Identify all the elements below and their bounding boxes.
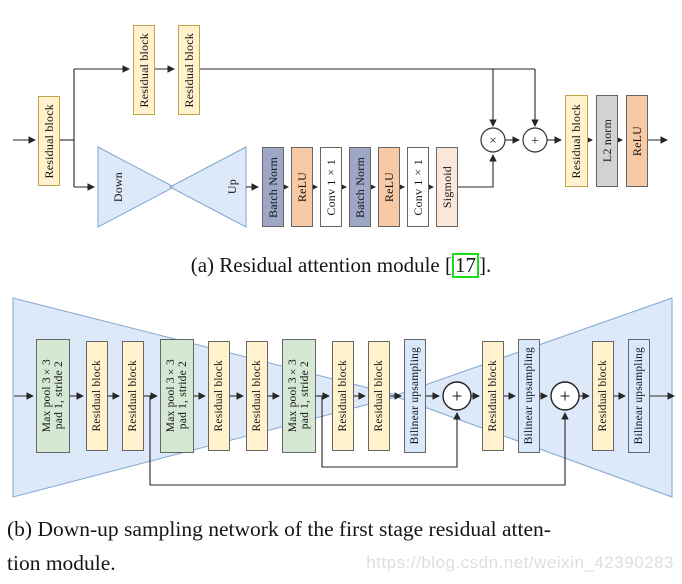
sigmoid-to-multiply-arrow [458,154,497,188]
caption-b-line1: (b) Down-up sampling network of the firs… [7,517,551,541]
wires-b [14,392,675,486]
operators-a: × + [480,127,548,153]
down-label: Down [106,147,130,227]
residual-block-node: Residual block [592,341,614,451]
node-label: Max pool 3×3 pad 1, stride 2 [41,359,65,433]
add-circle [442,381,472,411]
node-label: Residual block [373,360,385,432]
down-triangle [97,146,176,228]
node-label: Residual block [213,360,225,432]
wires-a [13,65,668,191]
add-symbol: + [560,387,571,408]
node-label: Residual block [251,360,263,432]
residual-block-node: Residual block [565,95,588,187]
csdn-watermark: https://blog.csdn.net/weixin_42390283 [366,553,674,572]
node-label: L2 norm [599,119,614,163]
batch-norm-node: Batch Norm [262,147,284,227]
downsample-triangle-a [97,146,247,228]
residual-block-node: Residual block [368,341,390,451]
node-label: Residual block [569,103,583,179]
relu-node: ReLU [626,95,648,187]
node-label: Max pool 3×3 pad 1, stride 2 [287,359,311,433]
residual-block-node: Residual block [178,25,200,115]
relu-node: ReLU [291,147,313,227]
down-triangle-large [12,297,401,498]
residual-block-node: Residual block [122,341,144,451]
residual-block-node: Residual block [38,96,60,186]
node-label: Residual block [181,32,196,108]
relu-node: ReLU [378,147,400,227]
residual-block-node: Residual block [208,341,230,451]
operators-b: + + [442,381,580,411]
node-label: Bilinear upsampling [409,347,421,445]
node-label: Residual block [136,32,151,108]
node-label: Batch Norm [352,156,367,218]
node-label: Conv 1×1 [323,158,338,216]
bilinear-upsampling-node: Bilinear upsampling [404,339,426,453]
l2-norm-node: L2 norm [596,95,618,187]
node-label: Residual block [337,360,349,432]
node-label: Residual block [487,360,499,432]
caption-a-suffix: ]. [479,253,492,277]
multiply-circle [480,127,506,153]
add-circle [550,381,580,411]
bilinear-upsampling-node: Bilinear upsampling [628,339,650,453]
caption-a: (a) Residual attention module [17]. [0,253,682,278]
triangle-label: Up [224,179,239,195]
node-label: Bilinear upsampling [633,347,645,445]
bilinear-upsampling-node: Bilinear upsampling [518,339,540,453]
node-label: ReLU [381,171,396,203]
residual-block-node: Residual block [246,341,268,451]
caption-b: (b) Down-up sampling network of the firs… [7,512,679,580]
residual-block-node: Residual block [482,341,504,451]
up-label: Up [220,147,244,227]
residual-block-node: Residual block [86,341,108,451]
batch-norm-node: Batch Norm [349,147,371,227]
node-label: ReLU [629,125,644,157]
triangle-label: Down [110,171,125,203]
node-label: Residual block [597,360,609,432]
caption-b-line2: tion module. [7,551,116,575]
node-label: Residual block [41,103,56,179]
add-circle [522,127,548,153]
skip-connection-2 [149,396,569,486]
node-label: Max pool 3×3 pad 1, stride 2 [165,359,189,433]
node-label: Residual block [127,360,139,432]
citation-link-17[interactable]: 17 [452,253,479,278]
sigmoid-node: Sigmoid [436,147,458,227]
residual-block-node: Residual block [332,341,354,451]
multiply-symbol: × [489,133,496,148]
node-label: Conv 1×1 [410,158,425,216]
conv-1x1-node: Conv 1×1 [407,147,429,227]
node-label: Batch Norm [265,156,280,218]
node-label: Residual block [91,360,103,432]
add-symbol: + [531,134,539,149]
max-pool-node: Max pool 3×3 pad 1, stride 2 [282,339,316,453]
max-pool-node: Max pool 3×3 pad 1, stride 2 [160,339,194,453]
node-label: Bilinear upsampling [523,347,535,445]
caption-a-text: (a) Residual attention module [ [190,253,452,277]
add-symbol: + [452,387,463,408]
skip-connection-1 [321,396,461,468]
node-label: Sigmoid [439,165,454,209]
max-pool-node: Max pool 3×3 pad 1, stride 2 [36,339,70,453]
residual-block-node: Residual block [133,25,155,115]
node-label: ReLU [294,171,309,203]
conv-1x1-node: Conv 1×1 [320,147,342,227]
